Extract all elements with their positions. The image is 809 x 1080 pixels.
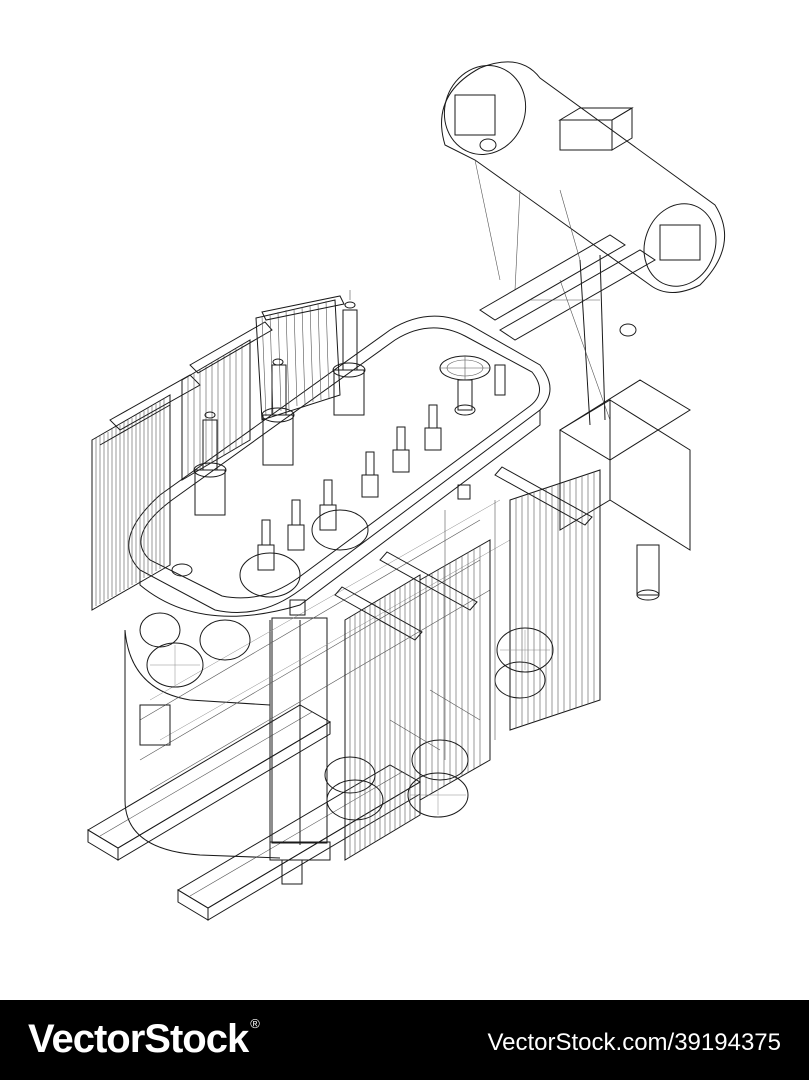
image-id-text: VectorStock.com/39194375 bbox=[487, 1029, 781, 1056]
right-radiator-bank-3 bbox=[494, 466, 601, 731]
left-radiator-bank-2 bbox=[181, 321, 273, 481]
left-radiator-bank-3 bbox=[255, 295, 345, 421]
tank-cover bbox=[128, 315, 551, 617]
watermark-footer: VectorStock® VectorStock.com/39194375 bbox=[0, 1000, 809, 1080]
misc-fittings bbox=[289, 484, 496, 760]
hv-bushings bbox=[193, 290, 366, 516]
pipe-supports bbox=[479, 234, 656, 426]
conservator-tank bbox=[441, 61, 726, 293]
brand-name: VectorStock bbox=[28, 1017, 249, 1061]
main-tank bbox=[124, 499, 511, 859]
cooling-fans bbox=[139, 509, 554, 821]
valve-wheel bbox=[171, 355, 506, 577]
control-cabinet bbox=[559, 379, 691, 601]
transformer-wireframe-drawing bbox=[87, 61, 726, 921]
lv-bushings bbox=[257, 404, 442, 571]
left-radiator-bank-1 bbox=[91, 374, 201, 611]
vectorstock-logo: VectorStock® bbox=[28, 1016, 260, 1062]
right-radiator-bank-2 bbox=[379, 539, 491, 801]
right-radiator-bank-1 bbox=[334, 574, 423, 861]
trademark-symbol: ® bbox=[250, 1016, 260, 1031]
